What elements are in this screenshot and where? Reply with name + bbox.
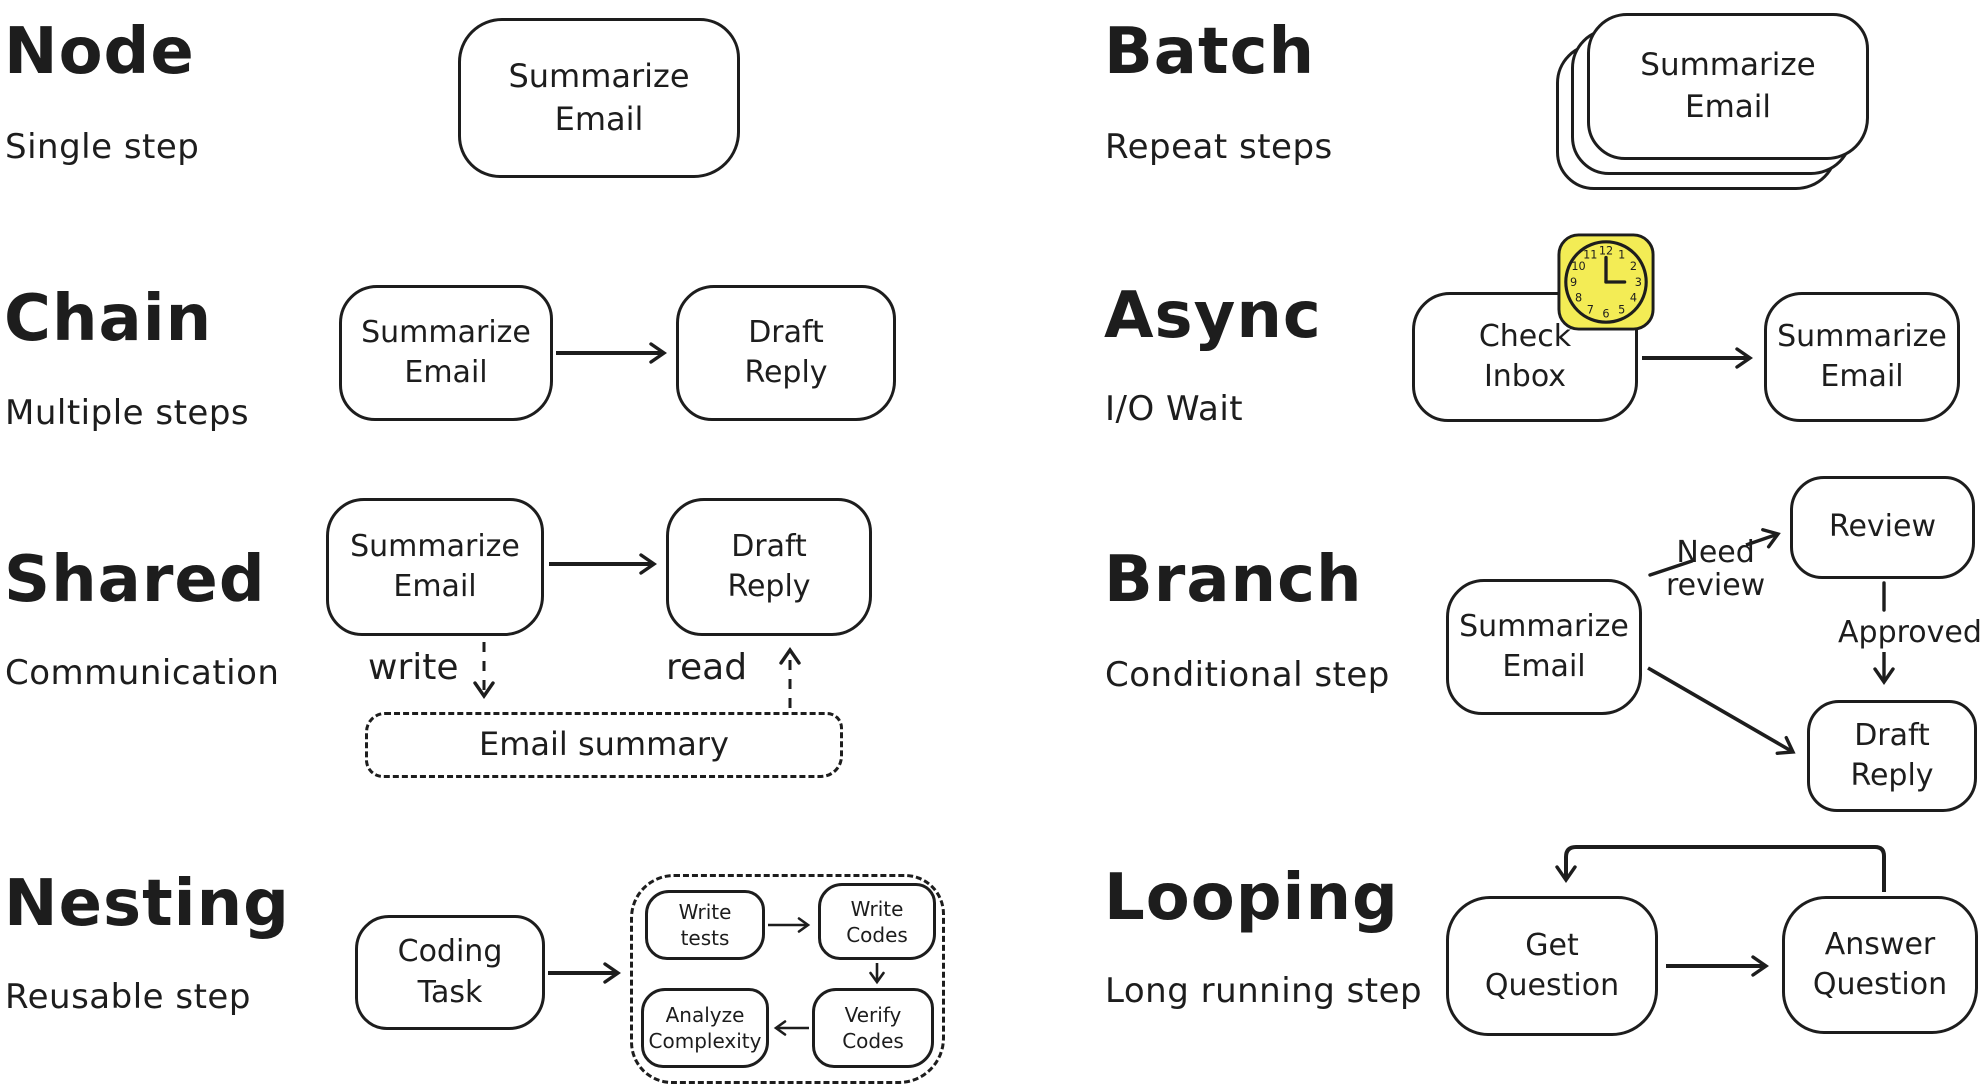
svg-text:5: 5	[1618, 303, 1625, 316]
branch-box-review: Review	[1790, 476, 1975, 579]
svg-text:10: 10	[1571, 260, 1585, 273]
chain-section-subtitle: Multiple steps	[5, 393, 250, 433]
svg-text:8: 8	[1575, 292, 1582, 305]
svg-text:9: 9	[1570, 276, 1577, 289]
branch-arrow-to-draft-reply	[1647, 666, 1796, 755]
node-section-subtitle: Single step	[5, 127, 200, 167]
svg-text:1: 1	[1618, 248, 1625, 261]
svg-text:7: 7	[1587, 303, 1594, 316]
nesting-section-subtitle: Reusable step	[5, 977, 251, 1017]
looping-box-get-question: Get Question	[1446, 896, 1658, 1036]
branch-section-subtitle: Conditional step	[1105, 655, 1390, 695]
node-section-title: Node	[4, 15, 195, 89]
chain-section-title: Chain	[4, 282, 213, 356]
async-section-title: Async	[1104, 279, 1322, 353]
svg-text:2: 2	[1630, 260, 1637, 273]
nesting-box-analyze-complexity: Analyze Complexity	[641, 988, 769, 1068]
svg-text:3: 3	[1635, 276, 1642, 289]
shared-read-label: read	[666, 647, 748, 688]
nesting-box-write-codes: Write Codes	[818, 883, 936, 960]
nesting-box-coding-task: Coding Task	[355, 915, 545, 1030]
looping-arrow-back	[1555, 845, 1886, 892]
async-section-subtitle: I/O Wait	[1105, 389, 1244, 429]
node-box-summarize-email: Summarize Email	[458, 18, 740, 178]
shared-section-subtitle: Communication	[5, 653, 280, 693]
looping-section-title: Looping	[1104, 861, 1399, 935]
svg-text:4: 4	[1630, 292, 1637, 305]
branch-box-summarize-email: Summarize Email	[1446, 579, 1642, 715]
async-box-summarize-email: Summarize Email	[1764, 292, 1960, 422]
looping-section-subtitle: Long running step	[1105, 971, 1423, 1011]
shared-box-summarize-email: Summarize Email	[326, 498, 544, 636]
svg-text:12: 12	[1599, 245, 1613, 258]
shared-write-label: write	[368, 647, 459, 688]
svg-text:6: 6	[1602, 307, 1609, 320]
nesting-box-write-tests: Write tests	[645, 890, 765, 960]
branch-need-review-label: Need review	[1666, 535, 1766, 603]
branch-approved-label: Approved	[1838, 615, 1980, 650]
nesting-section-title: Nesting	[4, 867, 290, 941]
batch-section-title: Batch	[1104, 15, 1316, 89]
looping-box-answer-question: Answer Question	[1782, 896, 1978, 1034]
batch-card-front: Summarize Email	[1587, 13, 1869, 160]
branch-section-title: Branch	[1104, 543, 1363, 617]
nesting-group-container	[630, 874, 945, 1084]
branch-box-draft-reply: Draft Reply	[1807, 700, 1977, 812]
nesting-box-verify-codes: Verify Codes	[812, 988, 934, 1068]
clock-icon: 12 1 2 3 4 5 6 7 8 9 10 11	[1557, 233, 1655, 331]
shared-section-title: Shared	[4, 543, 266, 617]
shared-store-email-summary: Email summary	[365, 712, 843, 778]
batch-section-subtitle: Repeat steps	[1105, 127, 1333, 167]
chain-box-draft-reply: Draft Reply	[676, 285, 896, 421]
shared-box-draft-reply: Draft Reply	[666, 498, 872, 636]
svg-text:11: 11	[1583, 248, 1597, 261]
chain-box-summarize-email: Summarize Email	[339, 285, 553, 421]
